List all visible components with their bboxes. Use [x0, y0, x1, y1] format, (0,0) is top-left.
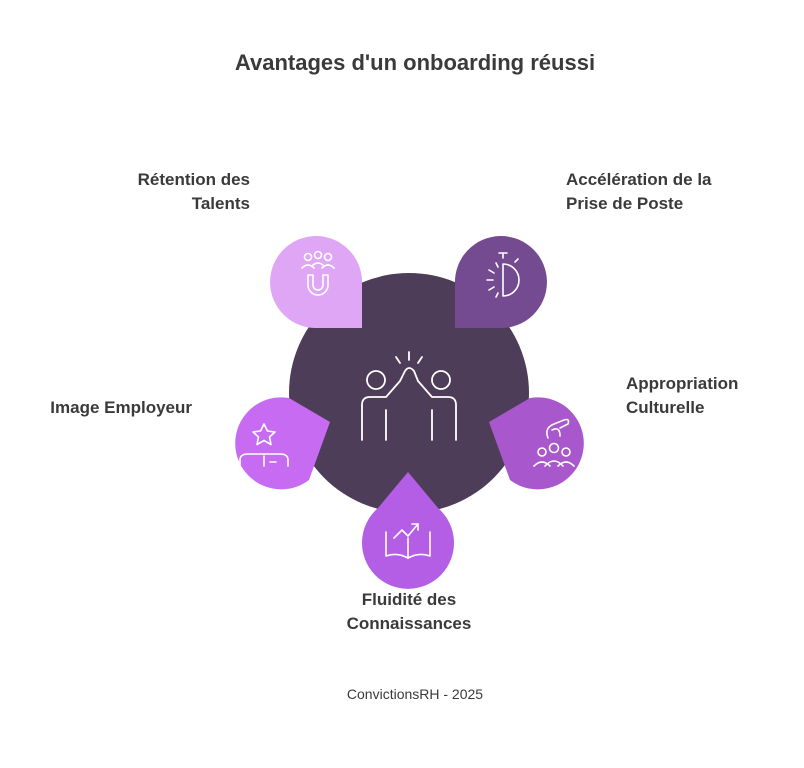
stopwatch-icon	[486, 252, 520, 298]
node-fluidite	[362, 472, 454, 589]
high-five-icon	[361, 351, 457, 441]
label-appropriation-line1: Appropriation	[626, 374, 739, 393]
label-fluidite-line2: Connaissances	[346, 614, 472, 633]
label-retention-line2: Talents	[191, 194, 250, 213]
magnet-people-icon	[301, 250, 335, 296]
node-acceleration	[454, 236, 547, 329]
label-acceleration-line1: Accélération de la	[566, 170, 712, 189]
node-retention	[270, 236, 363, 329]
appropriation-drop	[489, 397, 584, 490]
acceleration-drop	[454, 236, 547, 329]
node-appropriation	[489, 397, 584, 490]
fluidite-drop	[362, 472, 454, 589]
label-fluidite: Fluidité des Connaissances	[300, 588, 518, 636]
label-acceleration-line2: Prise de Poste	[566, 194, 684, 213]
team-hand-icon	[533, 418, 575, 467]
star-badge-icon	[239, 423, 289, 467]
label-appropriation: Appropriation Culturelle	[626, 372, 796, 420]
diagram-title: Avantages d'un onboarding réussi	[234, 50, 596, 75]
label-fluidite-line1: Fluidité des	[361, 590, 457, 609]
label-retention-line1: Rétention des	[137, 170, 250, 189]
label-image: Image Employeur	[20, 396, 192, 420]
label-appropriation-line2: Culturelle	[626, 398, 705, 417]
node-image	[235, 397, 330, 490]
label-acceleration: Accélération de la Prise de Poste	[566, 168, 796, 216]
image-drop	[235, 397, 330, 490]
book-growth-icon	[385, 523, 431, 559]
label-image-line1: Image Employeur	[50, 398, 192, 417]
center-circle	[289, 273, 529, 513]
retention-drop	[270, 236, 363, 329]
label-retention: Rétention des Talents	[40, 168, 250, 216]
footer-credit: ConvictionsRH - 2025	[346, 686, 484, 702]
